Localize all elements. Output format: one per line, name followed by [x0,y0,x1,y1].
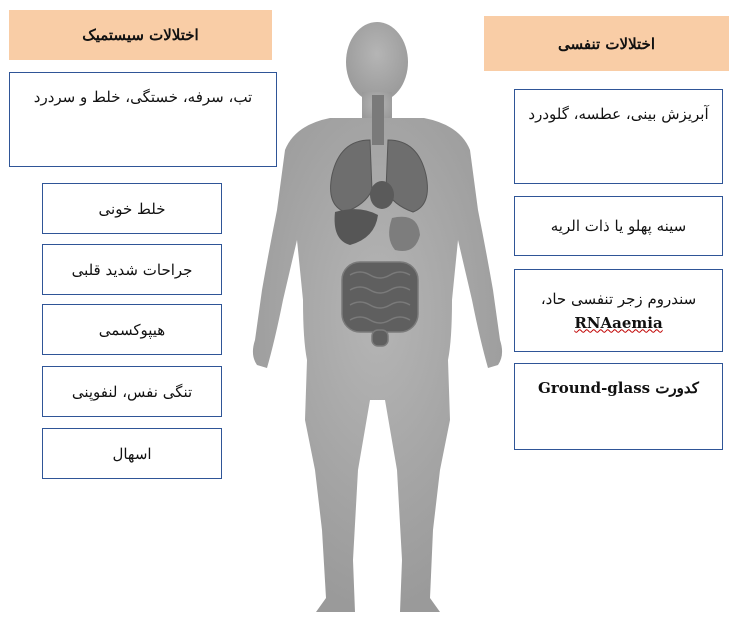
respiratory-item-ground-glass: کدورت Ground-glass [514,363,723,450]
systemic-item-dyspnea-lymphopenia: تنگی نفس، لنفوپنی [42,366,222,417]
respiratory-disorders-header: اختلالات تنفسی [484,16,729,71]
heart-icon [370,181,394,209]
rnaaemia-text: RNAaemia [574,311,662,335]
trachea-icon [372,95,384,145]
respiratory-item-ards: سندروم زجر تنفسی حاد، RNAaemia [514,269,723,352]
systemic-item-fever-cough: تب، سرفه، خستگی، خلط و سردرد [9,72,277,167]
respiratory-item-rhinorrhea: آبریزش بینی، عطسه، گلودرد [514,89,723,184]
respiratory-item-pneumonia: سینه پهلو یا ذات الریه [514,196,723,256]
systemic-disorders-header: اختلالات سیستمیک [9,10,272,60]
systemic-item-cardiac-injury: جراحات شدید قلبی [42,244,222,295]
systemic-item-bloody-sputum: خلط خونی [42,183,222,234]
systemic-item-diarrhea: اسهال [42,428,222,479]
systemic-item-hypoxemia: هیپوکسمی [42,304,222,355]
